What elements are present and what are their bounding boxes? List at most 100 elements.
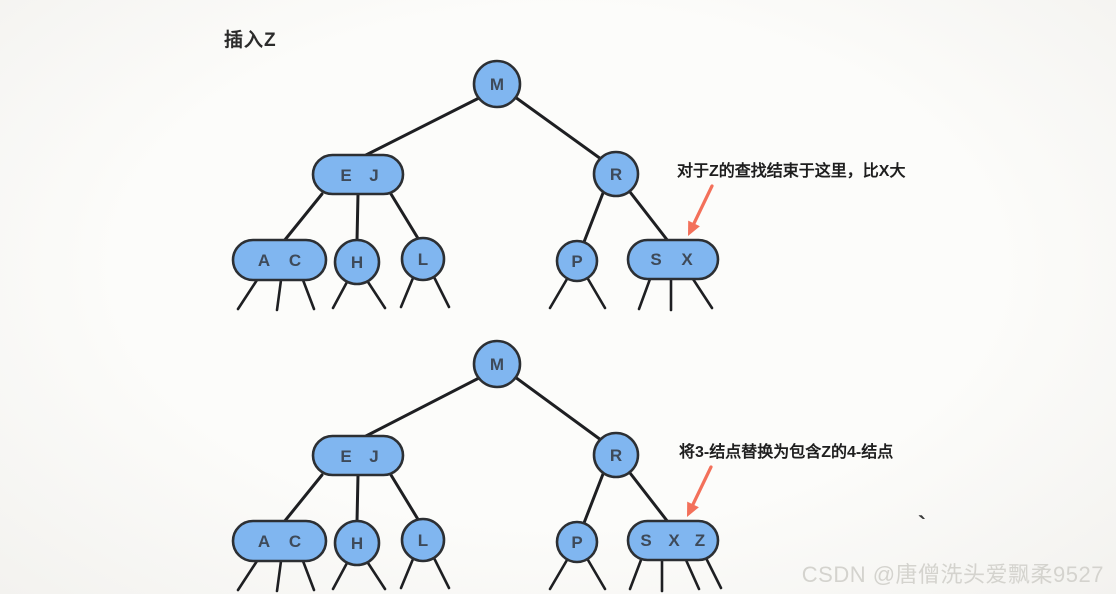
stub-line: [432, 556, 451, 590]
stub-line: [301, 278, 316, 311]
node-p-after: P: [555, 520, 599, 564]
node-label: M: [490, 75, 504, 94]
stub-line: [691, 277, 714, 310]
node-label: J: [369, 166, 378, 185]
page-title: 插入Z: [224, 30, 277, 51]
edge-r-sx: [628, 190, 670, 243]
node-label: A: [258, 251, 270, 270]
pointer-arrow-before: [688, 184, 714, 236]
node-label: H: [351, 534, 363, 553]
pointer-arrow-after: [687, 465, 713, 517]
node-circle: [555, 520, 599, 564]
edge-m-ej: [364, 376, 481, 438]
node-circle: [592, 150, 640, 198]
arrow-head: [687, 501, 699, 517]
node-label: E: [340, 447, 351, 466]
node-label: S: [650, 250, 661, 269]
stub-line: [628, 558, 643, 591]
node-l-before: L: [400, 236, 446, 282]
node-label: X: [668, 531, 680, 550]
edge-m-r: [513, 95, 603, 161]
edge-ej-l: [389, 473, 421, 523]
stub-line: [705, 558, 723, 590]
stub-line: [637, 277, 652, 311]
node-label: R: [610, 165, 622, 184]
node-pill: [311, 434, 405, 477]
node-sxz-after: S X Z: [626, 519, 720, 562]
node-label: S: [640, 531, 651, 550]
node-l-after: L: [400, 517, 446, 563]
tree-after-null-link-stubs: [236, 556, 723, 593]
watermark: CSDN @唐僧洗头爱飘柔9527: [801, 562, 1104, 587]
node-pill: [626, 238, 720, 281]
node-circle: [555, 239, 599, 283]
node-circle: [333, 519, 381, 567]
stub-line: [366, 561, 387, 591]
edge-m-r: [513, 375, 603, 442]
node-label: J: [369, 447, 378, 466]
node-circle: [472, 59, 522, 109]
stray-backtick-mark: `: [918, 512, 926, 539]
stub-line: [301, 559, 316, 592]
tree-before: M E J R A C H L: [231, 59, 720, 312]
node-label: C: [289, 532, 301, 551]
edge-ej-ac: [282, 192, 324, 243]
node-label: E: [340, 166, 351, 185]
node-circle: [472, 339, 522, 389]
stub-line: [275, 559, 283, 593]
stub-line: [548, 277, 569, 310]
stub-line: [586, 558, 607, 591]
edge-r-sxz: [628, 471, 670, 524]
node-r-after: R: [592, 431, 640, 479]
edge-m-ej: [364, 96, 481, 157]
node-h-before: H: [333, 238, 381, 286]
stub-line: [684, 558, 701, 591]
stub-line: [432, 275, 451, 309]
node-pill: [626, 519, 720, 562]
node-m-after: M: [472, 339, 522, 389]
tree-after-edges: [282, 375, 670, 525]
edge-r-p: [582, 472, 605, 525]
node-label: P: [571, 252, 582, 271]
annotation-replace-with-4-node: 将3-结点替换为包含Z的4-结点: [679, 444, 894, 461]
node-circle: [400, 517, 446, 563]
stub-line: [366, 280, 387, 310]
stub-line: [275, 278, 283, 312]
stub-line: [399, 557, 415, 590]
stub-line: [236, 278, 259, 311]
tree-before-edges: [282, 95, 670, 244]
node-circle: [592, 431, 640, 479]
node-label: X: [681, 250, 693, 269]
stub-line: [331, 280, 349, 310]
node-circle: [333, 238, 381, 286]
node-h-after: H: [333, 519, 381, 567]
node-label: P: [571, 533, 582, 552]
edge-ej-l: [389, 192, 421, 242]
tree-before-null-link-stubs: [236, 275, 714, 312]
node-pill: [231, 519, 328, 563]
node-ej-before: E J: [311, 153, 405, 196]
arrow-shaft: [689, 465, 713, 510]
node-ac-before: A C: [231, 238, 328, 282]
node-label: Z: [695, 531, 705, 550]
stub-line: [331, 561, 349, 591]
node-circle: [400, 236, 446, 282]
edge-ej-ac: [282, 473, 324, 524]
edge-ej-h: [355, 473, 360, 524]
node-p-before: P: [555, 239, 599, 283]
arrow-shaft: [690, 184, 714, 229]
annotation-search-ends-here: 对于Z的查找结束于这里，比X大: [677, 163, 906, 180]
arrow-head: [688, 220, 700, 236]
stub-line: [586, 277, 607, 310]
node-label: C: [289, 251, 301, 270]
stub-line: [548, 558, 569, 591]
node-label: R: [610, 446, 622, 465]
stub-line: [236, 559, 259, 592]
node-r-before: R: [592, 150, 640, 198]
node-sx-before: S X: [626, 238, 720, 281]
node-ej-after: E J: [311, 434, 405, 477]
stub-line: [399, 276, 415, 309]
node-label: L: [418, 250, 428, 269]
